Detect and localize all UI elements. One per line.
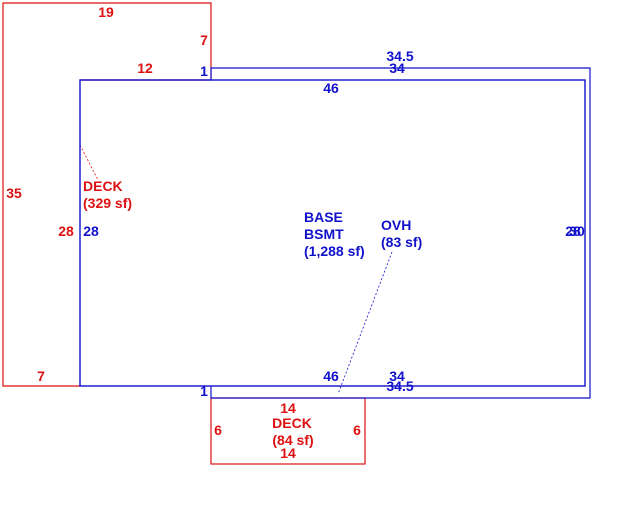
dim-deck-bottom-left: 6 xyxy=(214,422,222,438)
deck-left-name: DECK xyxy=(83,178,123,194)
dim-base-left: 28 xyxy=(83,223,99,239)
base-name-line2: BSMT xyxy=(304,226,344,242)
base-area: (1,288 sf) xyxy=(304,243,365,259)
dim-deck-left-top: 19 xyxy=(98,4,114,20)
base-name-line1: BASE xyxy=(304,209,343,225)
ovh-name: OVH xyxy=(381,217,411,233)
dim-ovh-bottom-outer: 34.5 xyxy=(386,378,413,394)
dim-base-bottom: 46 xyxy=(323,368,339,384)
dim-ovh-top-inner: 34 xyxy=(389,60,405,76)
dim-deck-left-bottom: 7 xyxy=(37,368,45,384)
deck-bottom-area: (84 sf) xyxy=(272,432,313,448)
dim-ovh-top-step: 1 xyxy=(200,63,208,79)
dim-deck-bottom-bottom: 14 xyxy=(280,445,296,461)
ovh-outline xyxy=(210,67,591,399)
dim-deck-left-step: 7 xyxy=(200,32,208,48)
dim-ovh-bottom-inner: 34 xyxy=(389,368,405,384)
ovh-area: (83 sf) xyxy=(381,234,422,250)
dim-ovh-bottom-step: 1 xyxy=(200,383,208,399)
deck-left-leader xyxy=(79,144,99,181)
base-bsmt-outline xyxy=(79,79,586,387)
dim-deck-left-outer-side: 35 xyxy=(6,185,22,201)
deck-left-area: (329 sf) xyxy=(83,195,132,211)
dim-deck-bottom-top: 14 xyxy=(280,400,296,416)
dim-base-top: 46 xyxy=(323,80,339,96)
dim-deck-left-inner-top: 12 xyxy=(137,60,153,76)
dim-ovh-top-outer: 34.5 xyxy=(386,48,413,64)
deck-bottom-name: DECK xyxy=(272,415,312,431)
dim-deck-left-inner-side: 28 xyxy=(58,223,74,239)
dim-base-right-b: 30 xyxy=(569,223,585,239)
dim-deck-bottom-right: 6 xyxy=(353,422,361,438)
dim-base-right-a: 28 xyxy=(565,223,581,239)
ovh-leader xyxy=(337,251,393,395)
